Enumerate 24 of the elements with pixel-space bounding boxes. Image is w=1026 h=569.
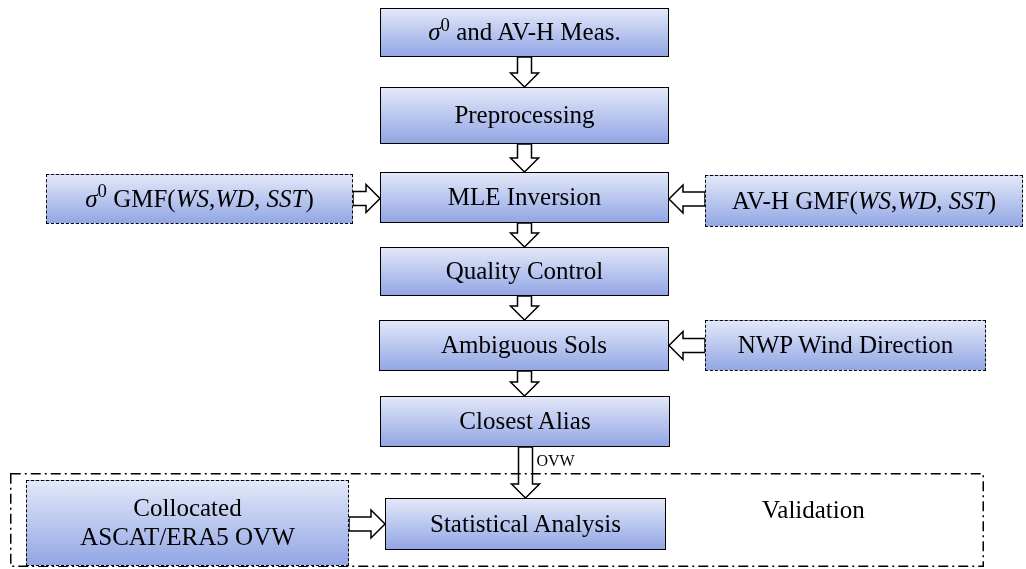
block-arrow	[352, 182, 382, 215]
process-box: Statistical Analysis	[385, 498, 666, 550]
input-box: NWP Wind Direction	[705, 320, 986, 371]
process-box: σ$^{0}$ and AV-H Meas.	[380, 8, 669, 57]
block-arrow	[508, 143, 541, 174]
process-box: Quality Control	[380, 247, 669, 296]
process-box: Ambiguous Sols	[379, 320, 669, 371]
block-arrow	[667, 329, 706, 362]
block-arrow	[508, 222, 541, 249]
block-arrow	[348, 508, 387, 540]
block-arrow	[508, 295, 541, 322]
input-box: Collocated ASCAT/ERA5 OVW	[26, 480, 349, 566]
validation-frame	[10, 473, 984, 567]
edge-label: OVW	[535, 453, 576, 469]
process-box: Preprocessing	[380, 87, 669, 144]
block-arrow	[508, 56, 541, 89]
block-arrow	[508, 370, 541, 398]
process-box: MLE Inversion	[380, 172, 669, 223]
process-box: Closest Alias	[380, 396, 670, 447]
input-box: σ$^{0}$ GMF(WS,WD, SST)	[46, 174, 353, 224]
input-box: AV-H GMF(WS,WD, SST)	[705, 175, 1023, 227]
block-arrow	[509, 446, 542, 500]
group-label: Validation	[762, 497, 865, 522]
block-arrow	[667, 183, 706, 215]
